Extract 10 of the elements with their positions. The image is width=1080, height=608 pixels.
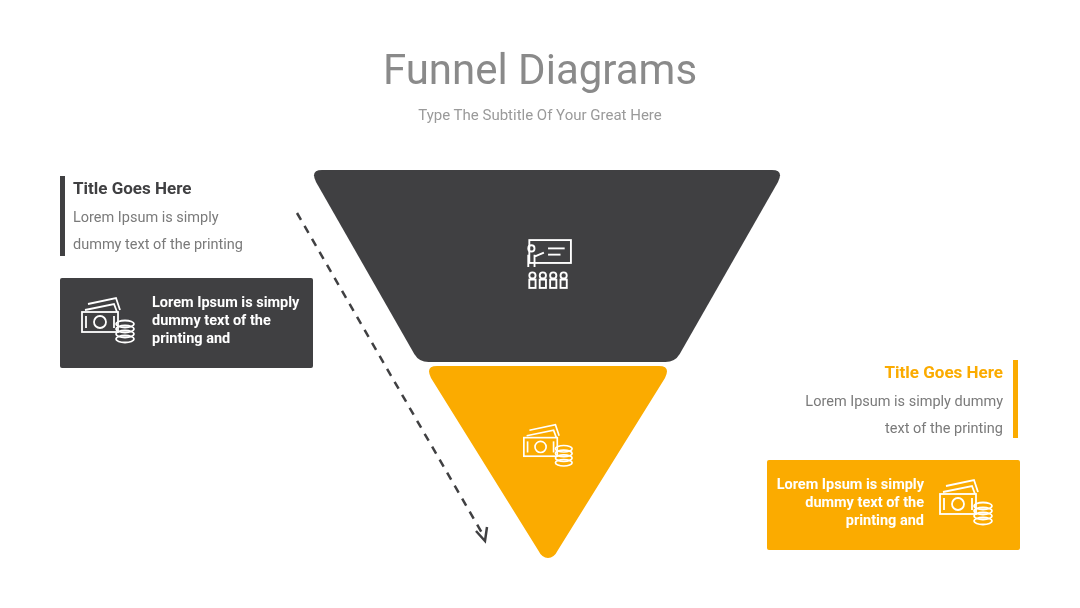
text-card xyxy=(767,460,1020,550)
card-text: Lorem Ipsum is simply dummy text of the printing and xyxy=(775,476,924,530)
heading: Title Goes Here xyxy=(73,178,193,198)
body-text: Lorem Ipsum is simply dummy text of the printing xyxy=(73,208,244,255)
heading: Title Goes Here xyxy=(883,362,1003,382)
card-text: Lorem Ipsum is simply dummy text of the printing and xyxy=(152,294,301,348)
body-text: Lorem Ipsum is simply dummy text of the printing xyxy=(804,392,1003,439)
text-card xyxy=(60,278,313,368)
title: Funnel Diagrams xyxy=(381,45,699,94)
subtitle: Type The Subtitle Of Your Great Here xyxy=(417,106,663,124)
